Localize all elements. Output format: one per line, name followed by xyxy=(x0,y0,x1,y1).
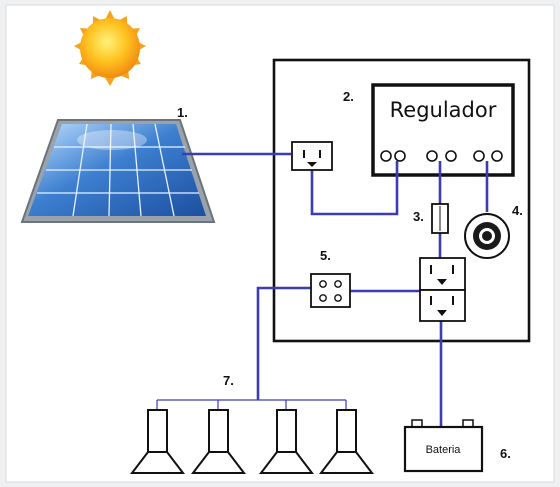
sun-icon xyxy=(74,10,146,86)
regulator: Regulador xyxy=(371,83,515,177)
label-3: 3. xyxy=(413,209,424,224)
double-outlet xyxy=(419,257,466,322)
label-4: 4. xyxy=(512,203,523,218)
lamp-icon xyxy=(258,409,315,474)
label-6: 6. xyxy=(500,446,511,461)
label-5: 5. xyxy=(320,248,331,263)
battery-label: Bateria xyxy=(426,444,462,456)
label-1: 1. xyxy=(177,105,188,120)
connector-block xyxy=(310,273,351,308)
fuse-icon xyxy=(431,203,449,234)
label-2: 2. xyxy=(343,89,354,104)
lamp-icon xyxy=(129,409,186,474)
lamp-icon xyxy=(190,409,247,474)
switch-knob-icon xyxy=(464,213,510,259)
label-7: 7. xyxy=(223,373,234,388)
solar-panel-icon xyxy=(20,119,216,223)
battery-icon: Bateria xyxy=(403,419,484,473)
lamp-branch-wiring xyxy=(156,399,347,410)
regulator-title: Regulador xyxy=(390,98,497,122)
wiring xyxy=(182,152,489,427)
outlet-icon xyxy=(291,141,333,171)
lamp-icon xyxy=(318,409,375,474)
control-box xyxy=(272,58,531,343)
